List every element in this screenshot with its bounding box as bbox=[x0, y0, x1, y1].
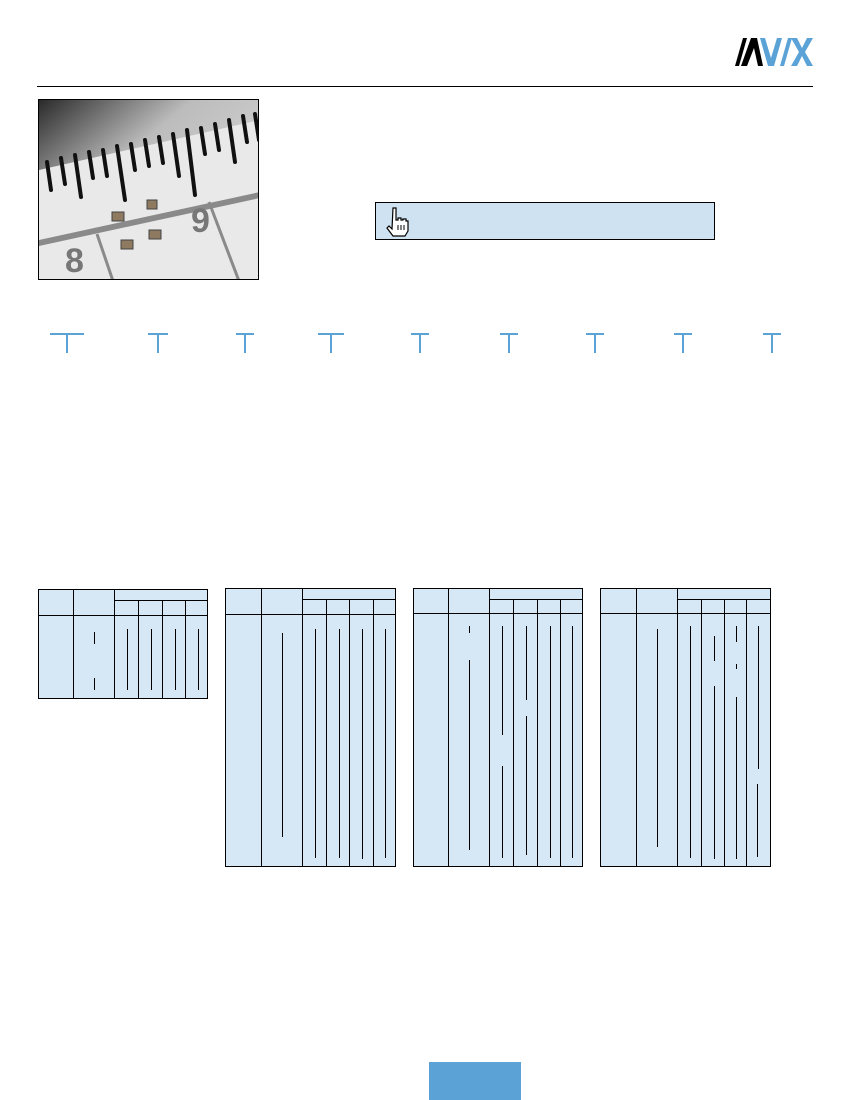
header-divider bbox=[37, 86, 813, 87]
page-number-tab bbox=[429, 1062, 521, 1100]
part-number-marker-1 bbox=[50, 333, 84, 353]
svg-text:9: 9 bbox=[191, 202, 210, 240]
capacitance-table-2 bbox=[225, 588, 396, 867]
part-number-marker-4 bbox=[318, 333, 344, 353]
ruler-chip-photo: 8 9 bbox=[38, 99, 259, 280]
capacitance-table-4 bbox=[600, 588, 771, 867]
part-number-marker-6 bbox=[500, 333, 518, 353]
pointing-hand-icon bbox=[384, 206, 412, 238]
part-number-marker-2 bbox=[148, 333, 168, 353]
callout-box[interactable] bbox=[375, 202, 715, 240]
part-number-marker-3 bbox=[236, 333, 254, 353]
capacitance-table-1 bbox=[38, 589, 208, 699]
part-number-marker-7 bbox=[586, 333, 604, 353]
capacitance-table-3 bbox=[413, 588, 583, 867]
part-number-marker-9 bbox=[763, 333, 781, 353]
svg-text:8: 8 bbox=[65, 242, 84, 280]
part-number-marker-5 bbox=[411, 333, 429, 353]
avx-logo-icon bbox=[733, 38, 815, 66]
part-number-marker-8 bbox=[674, 333, 692, 353]
